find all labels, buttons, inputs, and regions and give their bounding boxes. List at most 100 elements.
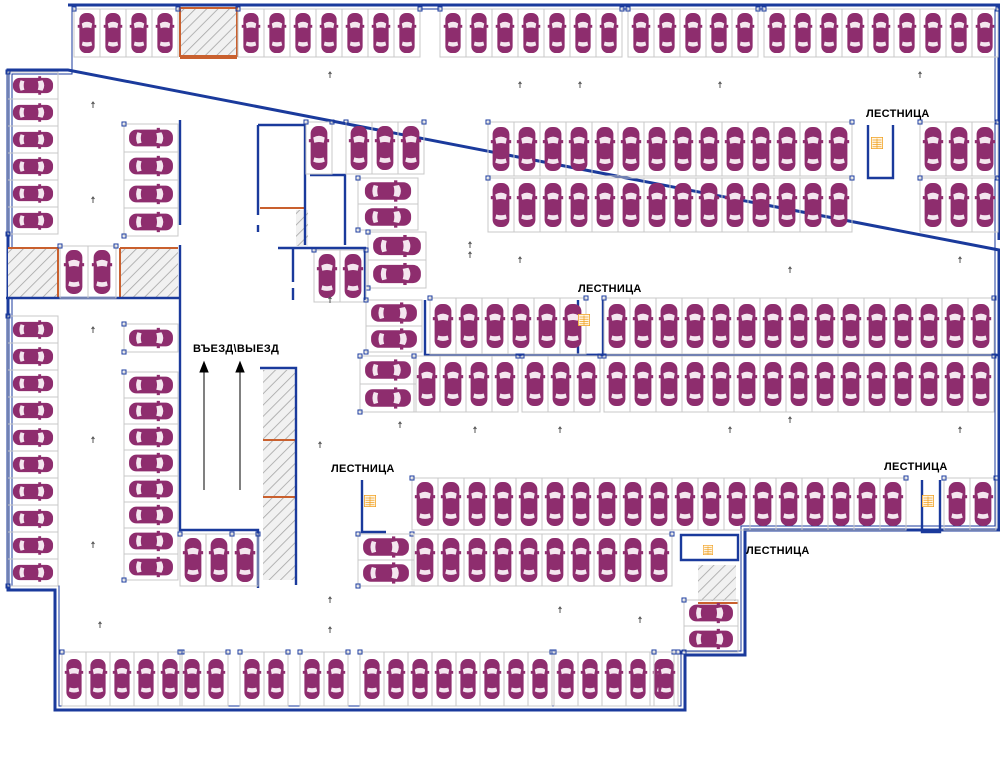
car-topview-icon xyxy=(922,182,944,228)
traffic-arrow-icon xyxy=(91,326,95,333)
car-topview-icon xyxy=(866,303,888,349)
car-topview-icon xyxy=(510,303,532,349)
car-topview-icon xyxy=(442,361,464,407)
car-topview-icon xyxy=(544,538,566,582)
car-topview-icon xyxy=(440,538,462,582)
car-topview-icon xyxy=(432,303,454,349)
car-topview-icon xyxy=(576,361,598,407)
car-topview-icon xyxy=(64,659,84,699)
car-topview-icon xyxy=(129,556,173,578)
stair-label-right: ЛЕСТНИЦА xyxy=(884,461,948,473)
car-topview-icon xyxy=(606,303,628,349)
car-topview-icon xyxy=(689,602,733,624)
car-topview-icon xyxy=(672,182,694,228)
car-topview-icon xyxy=(12,428,54,447)
car-topview-icon xyxy=(622,538,644,582)
outer-wall-inner-line xyxy=(11,8,996,707)
traffic-arrow-icon xyxy=(918,71,922,78)
car-topview-icon xyxy=(918,361,940,407)
traffic-arrow-icon xyxy=(558,606,562,613)
car-topview-icon xyxy=(709,12,729,54)
car-topview-icon xyxy=(348,126,370,170)
car-topview-icon xyxy=(266,659,286,699)
traffic-arrow-icon xyxy=(518,81,522,88)
car-topview-icon xyxy=(698,126,720,172)
staircase-icon xyxy=(871,137,883,149)
car-topview-icon xyxy=(129,504,173,526)
car-topview-icon xyxy=(710,303,732,349)
car-topview-icon xyxy=(397,12,417,54)
car-topview-icon xyxy=(752,482,774,526)
car-topview-icon xyxy=(788,303,810,349)
car-topview-icon xyxy=(12,455,54,474)
car-topview-icon xyxy=(91,250,113,294)
car-topview-icon xyxy=(892,303,914,349)
car-topview-icon xyxy=(580,659,600,699)
car-topview-icon xyxy=(518,482,540,526)
car-topview-icon xyxy=(793,12,813,54)
car-topview-icon xyxy=(364,206,412,228)
car-topview-icon xyxy=(710,361,732,407)
traffic-arrow-icon xyxy=(91,196,95,203)
car-topview-icon xyxy=(410,659,430,699)
car-topview-icon xyxy=(469,12,489,54)
car-topview-icon xyxy=(684,303,706,349)
car-topview-icon xyxy=(434,659,454,699)
car-topview-icon xyxy=(129,183,173,205)
stair-label-middle: ЛЕСТНИЦА xyxy=(578,283,642,295)
car-topview-icon xyxy=(750,126,772,172)
car-topview-icon xyxy=(840,361,862,407)
car-topview-icon xyxy=(750,182,772,228)
car-topview-icon xyxy=(648,482,670,526)
traffic-arrow-icon xyxy=(518,256,522,263)
car-topview-icon xyxy=(12,130,54,149)
car-topview-icon xyxy=(828,182,850,228)
car-topview-icon xyxy=(974,126,996,172)
partitions xyxy=(8,8,738,604)
car-topview-icon xyxy=(970,303,992,349)
car-topview-icon xyxy=(946,482,968,526)
traffic-arrow-icon xyxy=(468,251,472,258)
car-topview-icon xyxy=(267,12,287,54)
car-topview-icon xyxy=(620,126,642,172)
entrance-arrows xyxy=(199,360,245,490)
car-topview-icon xyxy=(208,538,230,582)
car-topview-icon xyxy=(776,126,798,172)
car-topview-icon xyxy=(400,126,422,170)
car-topview-icon xyxy=(12,482,54,501)
car-topview-icon xyxy=(819,12,839,54)
car-topview-icon xyxy=(802,126,824,172)
car-topview-icon xyxy=(658,361,680,407)
car-topview-icon xyxy=(373,262,421,286)
car-topview-icon xyxy=(12,103,54,122)
car-topview-icon xyxy=(316,254,338,298)
car-topview-icon xyxy=(484,303,506,349)
car-topview-icon xyxy=(63,250,85,294)
car-topview-icon xyxy=(674,482,696,526)
car-topview-icon xyxy=(882,482,904,526)
car-topview-icon xyxy=(856,482,878,526)
stair-label-left: ЛЕСТНИЦА xyxy=(331,463,395,475)
car-topview-icon xyxy=(160,659,180,699)
car-topview-icon xyxy=(698,182,720,228)
car-topview-icon xyxy=(700,482,722,526)
car-topview-icon xyxy=(897,12,917,54)
car-topview-icon xyxy=(129,400,173,422)
car-topview-icon xyxy=(646,182,668,228)
car-topview-icon xyxy=(814,303,836,349)
car-topview-icon xyxy=(242,659,262,699)
car-topview-icon xyxy=(129,211,173,233)
car-topview-icon xyxy=(632,303,654,349)
car-topview-icon xyxy=(12,76,54,95)
car-topview-icon xyxy=(129,327,173,349)
car-topview-icon xyxy=(594,126,616,172)
car-topview-icon xyxy=(440,482,462,526)
car-topview-icon xyxy=(767,12,787,54)
outer-wall xyxy=(6,3,1000,712)
car-topview-icon xyxy=(365,359,411,381)
traffic-arrow-icon xyxy=(468,241,472,248)
car-topview-icon xyxy=(736,361,758,407)
car-topview-icon xyxy=(689,628,733,650)
car-topview-icon xyxy=(683,12,703,54)
